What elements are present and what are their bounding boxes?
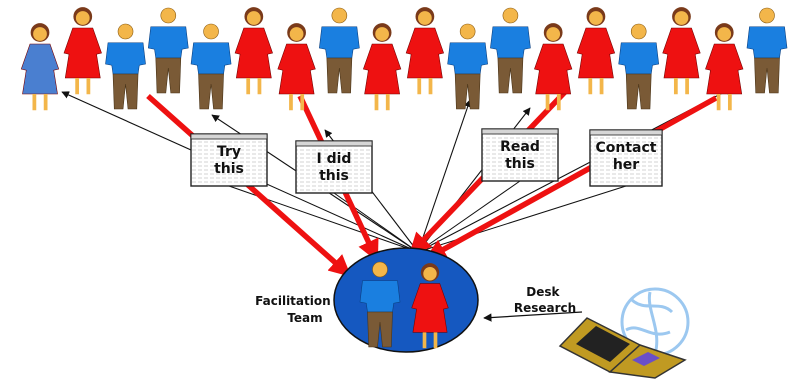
research-label-line-2: Research bbox=[514, 301, 576, 315]
person-female bbox=[277, 23, 316, 111]
team-label: Facilitation Team bbox=[255, 294, 335, 325]
facilitation-team bbox=[333, 247, 479, 353]
note-card-line: this bbox=[319, 168, 349, 184]
desk-research-arrow bbox=[483, 311, 583, 322]
note-card-paper bbox=[295, 140, 373, 194]
person-male bbox=[618, 23, 660, 110]
red-arrow bbox=[424, 95, 718, 261]
note-card-line: this bbox=[505, 156, 535, 172]
black-connector bbox=[417, 185, 627, 253]
person-female bbox=[234, 7, 273, 95]
person-male bbox=[147, 7, 189, 94]
community-people-row bbox=[20, 7, 788, 111]
person-female bbox=[63, 7, 102, 95]
person-female bbox=[411, 263, 449, 349]
person-male bbox=[490, 7, 531, 94]
note-card-line: Try bbox=[217, 144, 241, 160]
laptop-screen-glass bbox=[576, 326, 630, 362]
desk-research-label: Desk Research bbox=[514, 285, 576, 315]
person-female bbox=[662, 7, 701, 95]
team-label-line-2: Team bbox=[287, 311, 322, 325]
note-card-paper bbox=[190, 133, 268, 187]
laptop-keys bbox=[632, 352, 660, 366]
person-female bbox=[705, 23, 744, 111]
person-female bbox=[362, 23, 402, 111]
person-female bbox=[405, 7, 445, 95]
note-card-paper bbox=[589, 129, 663, 187]
note-card-line: her bbox=[613, 157, 639, 173]
black-arrow bbox=[417, 99, 472, 253]
person-female bbox=[534, 23, 573, 111]
research-label-line-1: Desk bbox=[526, 285, 560, 299]
note-card-line: this bbox=[214, 161, 244, 177]
person-male bbox=[319, 7, 360, 94]
note-card-line: Contact bbox=[596, 140, 657, 156]
laptop-globe-icon bbox=[558, 287, 690, 379]
person-male bbox=[746, 7, 788, 94]
person-female-blue bbox=[20, 23, 60, 111]
team-label-line-1: Facilitation bbox=[255, 294, 331, 308]
note-card-line: Read bbox=[500, 139, 540, 155]
person-male bbox=[447, 23, 488, 110]
laptop-icon bbox=[558, 317, 687, 379]
team-ellipse bbox=[333, 247, 479, 353]
person-male bbox=[190, 23, 232, 110]
black-connector bbox=[333, 192, 419, 253]
person-male bbox=[359, 261, 401, 348]
globe-continents bbox=[625, 291, 674, 355]
person-female bbox=[576, 7, 616, 95]
note-card-paper bbox=[481, 128, 559, 182]
person-male bbox=[105, 23, 146, 110]
note-card-line: I did bbox=[317, 151, 352, 167]
